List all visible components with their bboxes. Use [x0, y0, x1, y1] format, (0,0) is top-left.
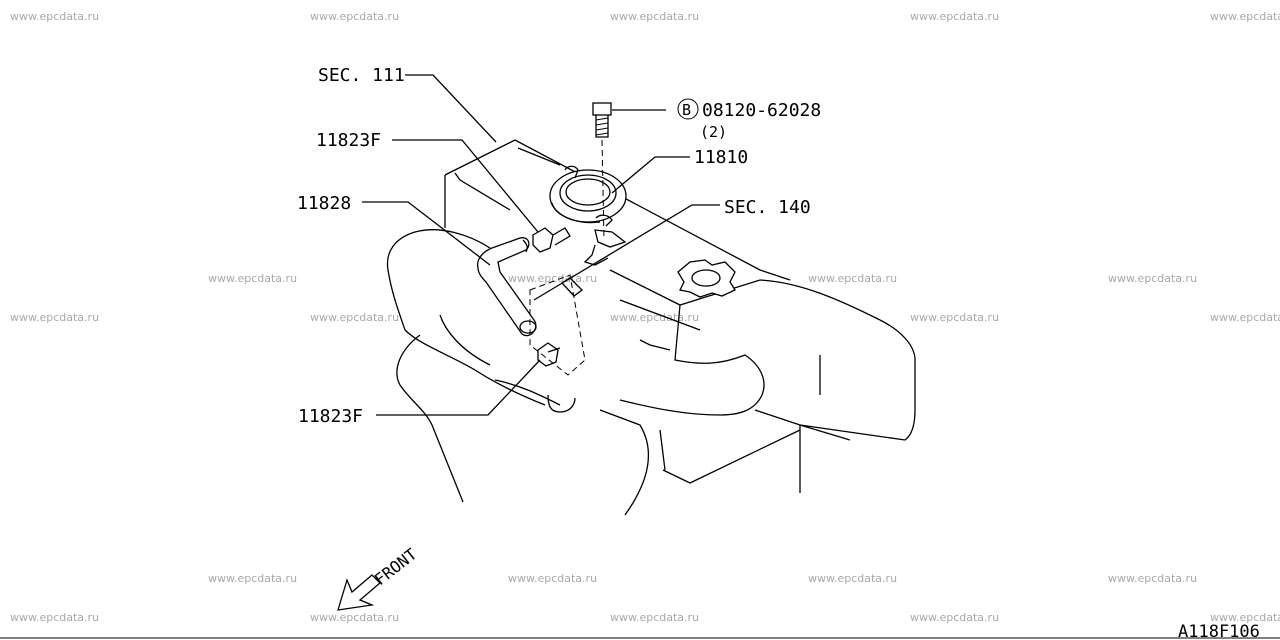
watermark-text: www.epcdata.ru: [610, 611, 699, 624]
clip-11823f-top-part: [532, 227, 571, 253]
part-11823f-bottom-label: 11823F: [298, 406, 363, 427]
front-label: FRONT: [371, 544, 421, 589]
oil-filler-cap-part: [677, 259, 736, 298]
clip-11823f-bottom-part: [537, 342, 561, 367]
bolt-code-badge: B: [677, 98, 699, 120]
engine-outline: [386, 139, 916, 516]
bolt-code-label: 08120-62028: [702, 100, 821, 121]
watermark-text: www.epcdata.ru: [910, 611, 999, 624]
watermark-text: www.epcdata.ru: [1108, 572, 1197, 585]
bracket-part: [583, 229, 627, 266]
watermark-text: www.epcdata.ru: [310, 611, 399, 624]
watermark-text: www.epcdata.ru: [1210, 611, 1280, 624]
front-arrow-icon: [337, 574, 381, 611]
watermark-text: www.epcdata.ru: [910, 10, 999, 23]
hose-11828-part: [476, 237, 537, 337]
watermark-text: www.epcdata.ru: [910, 311, 999, 324]
watermark-text: www.epcdata.ru: [1108, 272, 1197, 285]
part-11828-label: 11828: [297, 193, 351, 214]
bolt-08120-62028-part: [592, 102, 612, 241]
watermark-layer: www.epcdata.ru www.epcdata.ru www.epcdata.…: [10, 10, 1280, 624]
watermark-text: www.epcdata.ru: [508, 272, 597, 285]
watermark-text: www.epcdata.ru: [1210, 10, 1280, 23]
watermark-text: www.epcdata.ru: [310, 10, 399, 23]
sec-140-label: SEC. 140: [724, 197, 811, 218]
watermark-text: www.epcdata.ru: [808, 572, 897, 585]
watermark-text: www.epcdata.ru: [610, 10, 699, 23]
watermark-text: www.epcdata.ru: [10, 611, 99, 624]
diagram-id-label: A118F106: [1178, 622, 1260, 640]
bolt-code-symbol: B: [682, 101, 691, 119]
part-11810-label: 11810: [694, 147, 748, 168]
watermark-text: www.epcdata.ru: [1210, 311, 1280, 324]
part-11823f-top-label: 11823F: [316, 130, 381, 151]
bolt-qty-label: (2): [700, 123, 727, 141]
watermark-text: www.epcdata.ru: [208, 272, 297, 285]
watermark-text: www.epcdata.ru: [10, 10, 99, 23]
watermark-text: www.epcdata.ru: [508, 572, 597, 585]
watermark-text: www.epcdata.ru: [10, 311, 99, 324]
leader-lines: [362, 74, 720, 416]
pcv-valve-11810-part: [549, 165, 627, 227]
watermark-text: www.epcdata.ru: [808, 272, 897, 285]
sec-111-label: SEC. 111: [318, 65, 405, 86]
watermark-text: www.epcdata.ru: [310, 311, 399, 324]
watermark-text: www.epcdata.ru: [208, 572, 297, 585]
